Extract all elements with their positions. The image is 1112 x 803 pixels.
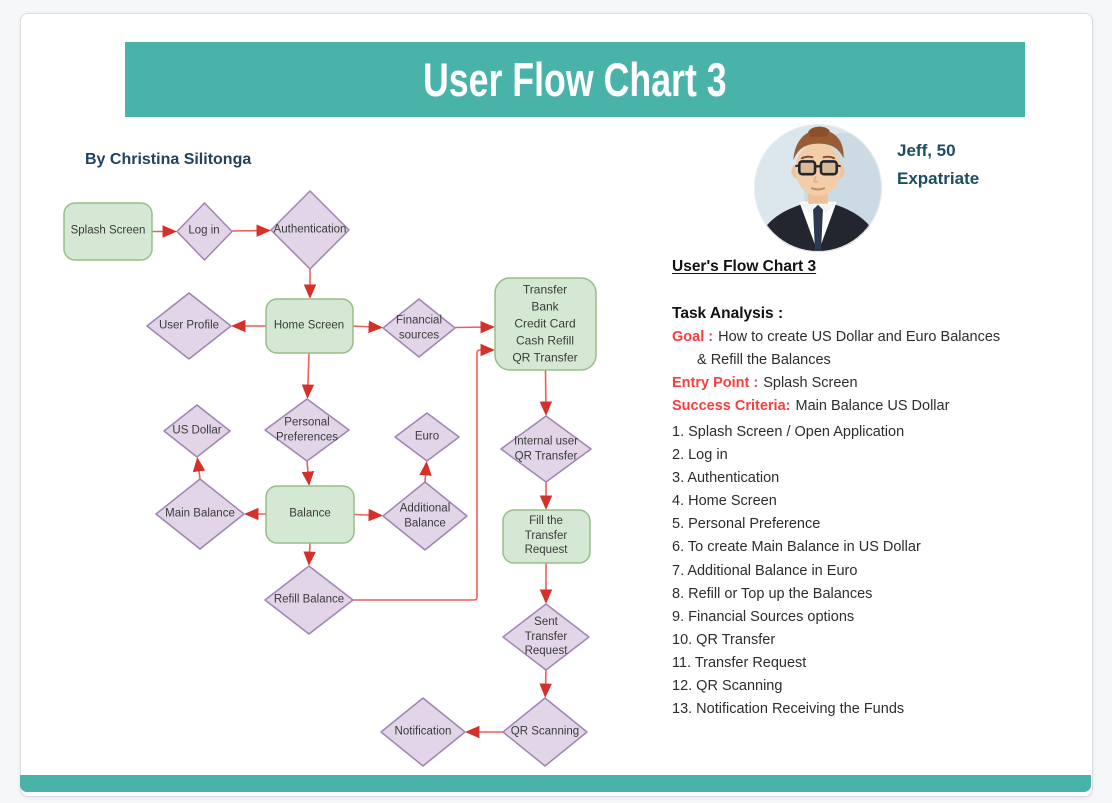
title-banner: User Flow Chart 3 — [125, 42, 1025, 117]
flow-shape-euro — [394, 412, 460, 462]
flow-arrow — [301, 352, 315, 399]
persona-name: Jeff, 50 — [897, 141, 956, 160]
entry-point-label: Entry Point : — [672, 375, 759, 391]
flow-node-personal-preferences: Personal Preferences — [275, 416, 339, 443]
slide-title: User Flow Chart 3 — [423, 53, 727, 106]
task-step: 7. Additional Balance in Euro — [672, 562, 858, 579]
flow-arrow — [353, 508, 383, 522]
flow-node-additional-balance: Additional Balance — [399, 502, 451, 529]
flow-node-internal-user: Internal user QR Transfer — [514, 435, 578, 462]
flow-node-refill-balance: Refill Balance — [273, 593, 345, 606]
flow-arrow — [539, 669, 552, 698]
task-step: 3. Authentication — [672, 470, 780, 487]
persona-photo — [753, 123, 883, 253]
success-criteria-line: Success Criteria:Main Balance US Dollar — [672, 398, 949, 414]
flow-arrow — [539, 369, 553, 416]
task-step: 4. Home Screen — [672, 493, 777, 510]
flow-shape-splash-screen — [63, 202, 153, 261]
flow-shape-us-dollar — [163, 404, 231, 458]
flow-shape-sent-transfer — [502, 603, 590, 671]
flow-shape-user-profile — [146, 292, 232, 360]
goal-text: How to create US Dollar and Euro Balance… — [718, 329, 1001, 345]
flow-node-us-dollar: US Dollar — [172, 424, 222, 437]
persona-info: Jeff, 50 Expatriate — [897, 137, 979, 193]
flow-shape-internal-user — [500, 415, 592, 483]
flow-arrow — [419, 461, 432, 483]
flow-arrow — [192, 457, 206, 480]
flow-rects — [63, 202, 597, 564]
task-step: 5. Personal Preference — [672, 516, 821, 533]
flow-shape-login — [176, 202, 233, 261]
slide-card — [20, 13, 1093, 797]
flow-node-euro: Euro — [414, 430, 440, 443]
flow-shape-home-screen — [265, 298, 354, 354]
flow-arrow — [352, 320, 383, 334]
flow-shape-notification — [380, 697, 466, 767]
flow-node-sent-transfer: Sent Transfer Request — [524, 615, 568, 658]
flow-shape-transfer-options — [494, 277, 597, 371]
flow-arrows — [152, 224, 553, 739]
entry-point-line: Entry Point :Splash Screen — [672, 375, 858, 391]
flow-shape-qr-scanning — [502, 697, 588, 767]
task-step: 1. Splash Screen / Open Application — [672, 424, 905, 440]
flow-arrow — [231, 224, 271, 237]
flow-shape-additional-balance — [382, 481, 468, 551]
task-step: 6. To create Main Balance in US Dollar — [672, 539, 921, 556]
task-step: 9. Financial Sources options — [672, 608, 855, 625]
task-step: 13. Notification Receiving the Funds — [672, 701, 905, 718]
task-analysis-label: Task Analysis : — [672, 305, 784, 322]
flow-arrow — [353, 343, 495, 601]
flow-node-notification: Notification — [394, 725, 452, 738]
flow-shape-refill-balance — [264, 565, 354, 635]
task-steps-list: 1. Splash Screen / Open Application 2. L… — [672, 421, 921, 721]
flow-node-fill-transfer: Fill the Transfer Request — [524, 514, 568, 557]
success-criteria-text: Main Balance US Dollar — [795, 398, 950, 414]
flow-node-splash-screen: Splash Screen — [70, 224, 146, 237]
flow-arrow — [454, 320, 495, 334]
flow-arrow — [301, 460, 315, 486]
footer-bar — [20, 775, 1091, 792]
flow-node-balance: Balance — [289, 507, 331, 520]
flow-shape-fill-transfer — [502, 509, 591, 564]
author-byline: By Christina Silitonga — [85, 151, 252, 168]
flow-node-main-balance: Main Balance — [165, 507, 235, 520]
flow-node-home-screen: Home Screen — [273, 319, 345, 332]
flow-arrow — [303, 542, 316, 566]
task-step: 10. QR Transfer — [672, 631, 776, 648]
flow-node-qr-scanning: QR Scanning — [510, 725, 580, 738]
goal-label: Goal : — [672, 329, 714, 345]
flow-shape-personal-preferences — [264, 398, 350, 462]
flow-shape-balance — [265, 485, 355, 544]
flow-node-authentication: Authentication — [273, 223, 347, 236]
flow-shape-main-balance — [155, 478, 245, 550]
flow-shape-financial-sources — [382, 298, 456, 358]
flow-node-transfer-options: Transfer Bank Credit Card Cash Refill QR… — [512, 282, 578, 365]
panel-heading: User's Flow Chart 3 — [672, 258, 817, 275]
entry-point-text: Splash Screen — [763, 375, 858, 391]
success-criteria-label: Success Criteria: — [672, 398, 791, 414]
flow-node-financial-sources: Financial sources — [395, 314, 443, 341]
goal-line-2: & Refill the Balances — [697, 352, 831, 368]
goal-line: Goal :How to create US Dollar and Euro B… — [672, 329, 1000, 345]
flow-diamonds — [146, 190, 592, 767]
task-step: 2. Log in — [672, 447, 728, 464]
task-step: 8. Refill or Top up the Balances — [672, 585, 873, 602]
flow-node-login: Log in — [188, 224, 220, 237]
task-step: 12. QR Scanning — [672, 678, 783, 695]
flow-shape-authentication — [270, 190, 350, 270]
task-step: 11. Transfer Request — [672, 654, 807, 671]
flow-node-user-profile: User Profile — [158, 319, 220, 332]
persona-role: Expatriate — [897, 169, 980, 188]
